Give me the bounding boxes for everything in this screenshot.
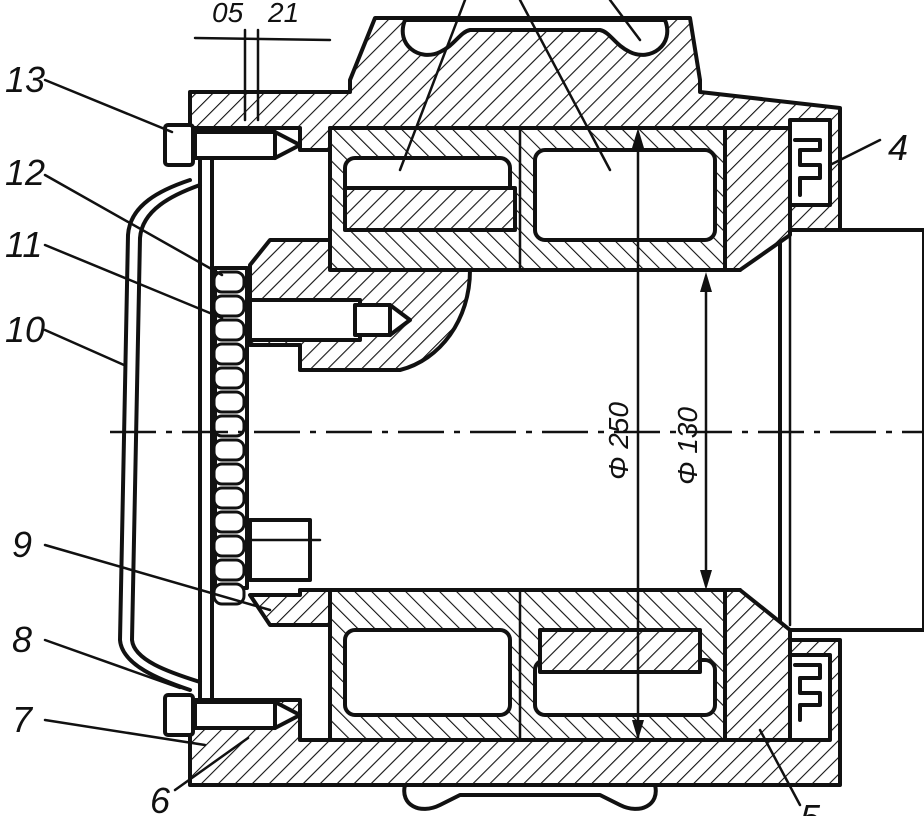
dimension-diameter-outer: Φ 250 xyxy=(603,128,644,742)
washer-tooth xyxy=(212,462,246,486)
bearing-lower xyxy=(328,588,727,742)
washer-tooth xyxy=(212,534,246,558)
washer-tooth xyxy=(212,342,246,366)
callout-6: 6 xyxy=(150,780,171,816)
washer-tooth xyxy=(212,486,246,510)
bolt-shaft-lower xyxy=(248,518,322,582)
washer-tooth xyxy=(212,366,246,390)
leader-lines xyxy=(43,0,882,807)
callout-11: 11 xyxy=(5,224,42,265)
washer-tooth xyxy=(212,318,246,342)
dimension-label-21: 21 xyxy=(267,0,299,28)
dimension-top-clearance: 05 21 xyxy=(193,0,332,122)
dimension-label-130: Φ 130 xyxy=(672,407,703,485)
end-cover xyxy=(118,158,214,702)
bolt-upper xyxy=(163,123,302,167)
washer-tooth xyxy=(212,294,246,318)
sleeve-lower xyxy=(248,588,332,627)
dimension-diameter-inner: Φ 130 xyxy=(672,272,712,590)
callout-9: 9 xyxy=(12,524,32,565)
callout-8: 8 xyxy=(12,619,32,660)
callout-5: 5 xyxy=(800,797,821,816)
bearing-upper xyxy=(328,126,727,272)
labyrinth-seal-lower xyxy=(723,588,822,742)
callout-13: 13 xyxy=(5,59,45,100)
shaft-end xyxy=(778,228,924,632)
washer-tooth xyxy=(212,270,246,294)
callout-7: 7 xyxy=(12,699,34,740)
callout-4: 4 xyxy=(888,127,908,168)
bolt-shaft-upper xyxy=(248,298,412,342)
washer-tooth xyxy=(212,390,246,414)
washer-tooth xyxy=(212,510,246,534)
dimension-label-250: Φ 250 xyxy=(603,402,634,480)
lock-washer xyxy=(212,266,249,606)
labyrinth-seal-upper xyxy=(723,126,822,272)
callout-10: 10 xyxy=(5,309,45,350)
callout-12: 12 xyxy=(5,152,45,193)
washer-tooth xyxy=(212,558,246,582)
dimension-label-05: 05 xyxy=(212,0,244,28)
washer-tooth xyxy=(212,438,246,462)
bolt-lower xyxy=(163,693,302,737)
